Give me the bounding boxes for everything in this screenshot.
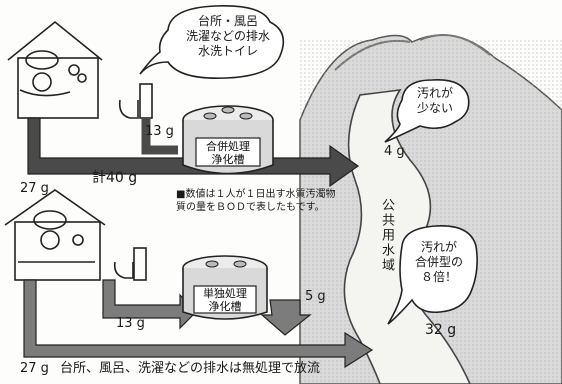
top-out-amount: 4 g bbox=[384, 144, 405, 159]
top-bubble-line2: 洗濯などの排水 bbox=[185, 29, 270, 43]
top-kitchen-amount: 27 g bbox=[20, 181, 49, 196]
less-dirty-line2: 少ない bbox=[416, 101, 453, 115]
less-dirty-bubble-text: 汚れが 少ない bbox=[405, 86, 465, 116]
more-dirty-line3: ８倍！ bbox=[420, 270, 457, 284]
public-water-label: 公共用水域 bbox=[378, 198, 394, 273]
top-tank bbox=[182, 105, 274, 175]
bottom-flow-arrows bbox=[23, 279, 374, 369]
top-bubble-text: 台所・風呂 洗濯などの排水 水洗トイレ bbox=[180, 14, 276, 59]
top-bubble-line3: 水洗トイレ bbox=[197, 44, 258, 58]
top-total-amount: 計40 g bbox=[92, 170, 138, 186]
top-tank-label: 合併処理 浄化槽 bbox=[196, 140, 260, 166]
bottom-out-amount: 5 g bbox=[305, 289, 326, 304]
more-dirty-line2: 合併型の bbox=[414, 255, 463, 269]
bod-note: ■数値は１人が１日出す水質汚濁物質の量をＢＯＤで表したもです。 bbox=[176, 189, 336, 213]
bottom-caption: 台所、風呂、洗濯などの排水は無処理で放流 bbox=[60, 361, 321, 376]
bottom-tank bbox=[182, 255, 268, 320]
less-dirty-line1: 汚れが bbox=[416, 86, 453, 100]
top-toilet-amount: 13 g bbox=[145, 124, 174, 139]
bottom-house bbox=[4, 189, 147, 281]
top-tank-line2: 浄化槽 bbox=[211, 153, 245, 166]
bottom-kitchen-amount: 27 g bbox=[20, 361, 49, 376]
top-bubble-line1: 台所・風呂 bbox=[197, 14, 258, 28]
river-total-amount: 32 g bbox=[425, 322, 457, 338]
bottom-toilet-amount: 13 g bbox=[116, 316, 145, 331]
top-house bbox=[7, 20, 153, 119]
speech-bubbles bbox=[139, 5, 478, 325]
more-dirty-line1: 汚れが bbox=[420, 240, 457, 254]
bottom-tank-line1: 単独処理 bbox=[203, 287, 247, 300]
top-tank-line1: 合併処理 bbox=[206, 140, 250, 153]
more-dirty-bubble-text: 汚れが 合併型の ８倍！ bbox=[404, 240, 474, 285]
bottom-tank-label: 単独処理 浄化槽 bbox=[194, 287, 256, 313]
bottom-tank-line2: 浄化槽 bbox=[208, 300, 242, 313]
